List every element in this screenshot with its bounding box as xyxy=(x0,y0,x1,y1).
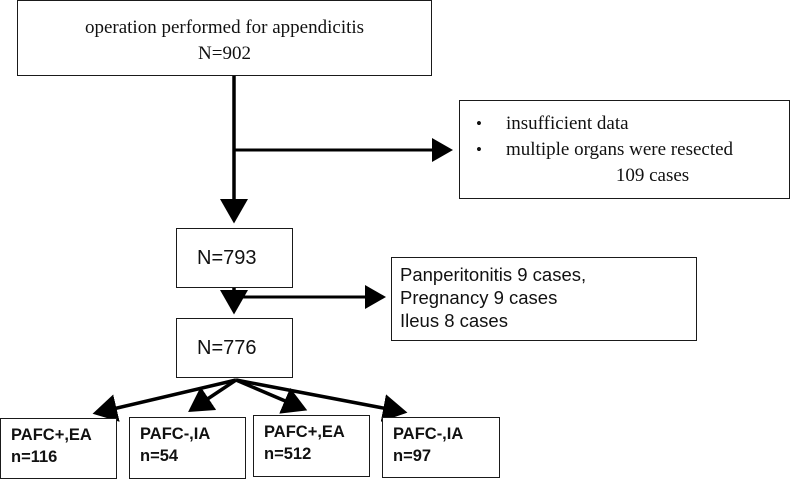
exclusion-1-item: • insufficient data xyxy=(476,111,789,137)
group-label: PAFC-,IA xyxy=(393,425,464,443)
group-box-4: PAFC-,IA n=97 xyxy=(382,417,500,478)
exclusion-1-item: • multiple organs were resected xyxy=(476,137,789,163)
bullet-icon: • xyxy=(476,114,482,133)
group-box-1: PAFC+,EA n=116 xyxy=(0,418,117,479)
exclusion-2-line: Panperitonitis 9 cases, xyxy=(400,264,587,285)
exclusion-1-item-text: insufficient data xyxy=(506,113,629,134)
exclusion-2-line: Pregnancy 9 cases xyxy=(400,287,558,308)
group-label: PAFC+,EA xyxy=(11,426,92,444)
group-label: PAFC+,EA xyxy=(264,423,345,441)
group-box-3: PAFC+,EA n=512 xyxy=(253,415,370,477)
connector-to-group-3 xyxy=(235,378,308,414)
group-count: n=97 xyxy=(393,447,432,465)
n-793-box: N=793 xyxy=(176,228,293,288)
connector-to-group-4 xyxy=(235,378,408,422)
bullet-icon: • xyxy=(476,140,482,159)
exclusion-1-item-text: multiple organs were resected xyxy=(506,139,734,160)
exclusion-1-count: 109 cases xyxy=(615,165,690,186)
total-operations-label: operation performed for appendicitis xyxy=(84,17,365,38)
connector-to-group-2 xyxy=(188,378,237,412)
n-776-label: N=776 xyxy=(197,337,257,359)
n-776-box: N=776 xyxy=(176,318,293,378)
n-793-label: N=793 xyxy=(197,247,257,269)
group-count: n=54 xyxy=(140,447,179,465)
group-count: n=512 xyxy=(264,445,312,463)
total-operations-count: N=902 xyxy=(198,43,251,64)
connector-to-group-1 xyxy=(92,378,237,422)
total-operations-box: operation performed for appendicitis N=9… xyxy=(17,0,432,76)
exclusion-2-line: Ileus 8 cases xyxy=(400,310,508,331)
group-count: n=116 xyxy=(11,448,58,466)
group-box-2: PAFC-,IA n=54 xyxy=(129,417,246,479)
exclusion-box-1: • insufficient data • multiple organs we… xyxy=(459,100,790,199)
group-label: PAFC-,IA xyxy=(140,425,211,443)
exclusion-box-2: Panperitonitis 9 cases, Pregnancy 9 case… xyxy=(391,257,697,341)
